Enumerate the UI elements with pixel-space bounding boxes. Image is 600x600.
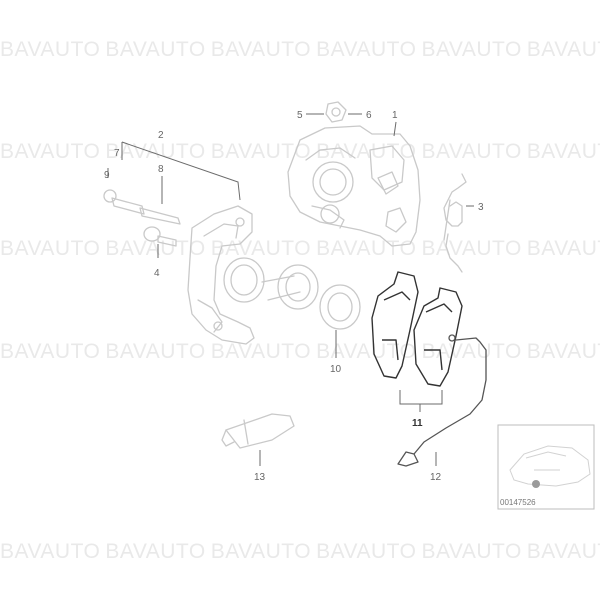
inset-code: 00147526 xyxy=(500,498,536,507)
brake-wear-sensor[interactable] xyxy=(397,334,487,467)
part-label: 5 xyxy=(297,110,303,121)
part-label: 1 xyxy=(392,110,398,121)
brake-piston-assembly[interactable] xyxy=(223,257,361,330)
brake-caliper-housing[interactable] xyxy=(287,125,421,247)
part-label: 6 xyxy=(366,110,372,121)
part-label: 2 xyxy=(158,130,164,141)
caliper-clip-part[interactable] xyxy=(325,101,347,123)
part-label: 11 xyxy=(412,418,423,429)
part-label: 9 xyxy=(104,170,110,181)
brake-pad-set[interactable] xyxy=(371,271,463,387)
guide-pin-bolts[interactable] xyxy=(103,189,181,247)
part-number-labels: 5 6 1 2 7 8 9 3 4 10 11 13 12 xyxy=(104,110,484,483)
part-label: 3 xyxy=(478,202,484,213)
leader-lines xyxy=(107,113,474,466)
part-label: 13 xyxy=(254,472,266,483)
part-label: 10 xyxy=(330,364,342,375)
part-label: 7 xyxy=(114,148,120,159)
vehicle-locator-inset: 00147526 xyxy=(497,424,595,510)
caliper-carrier[interactable] xyxy=(187,205,255,345)
part-label: 8 xyxy=(158,164,164,175)
location-marker-icon xyxy=(532,480,540,488)
part-label: 12 xyxy=(430,472,442,483)
part-label: 4 xyxy=(154,268,160,279)
grease-tube[interactable] xyxy=(221,413,295,449)
spring-retainer[interactable] xyxy=(443,173,467,273)
